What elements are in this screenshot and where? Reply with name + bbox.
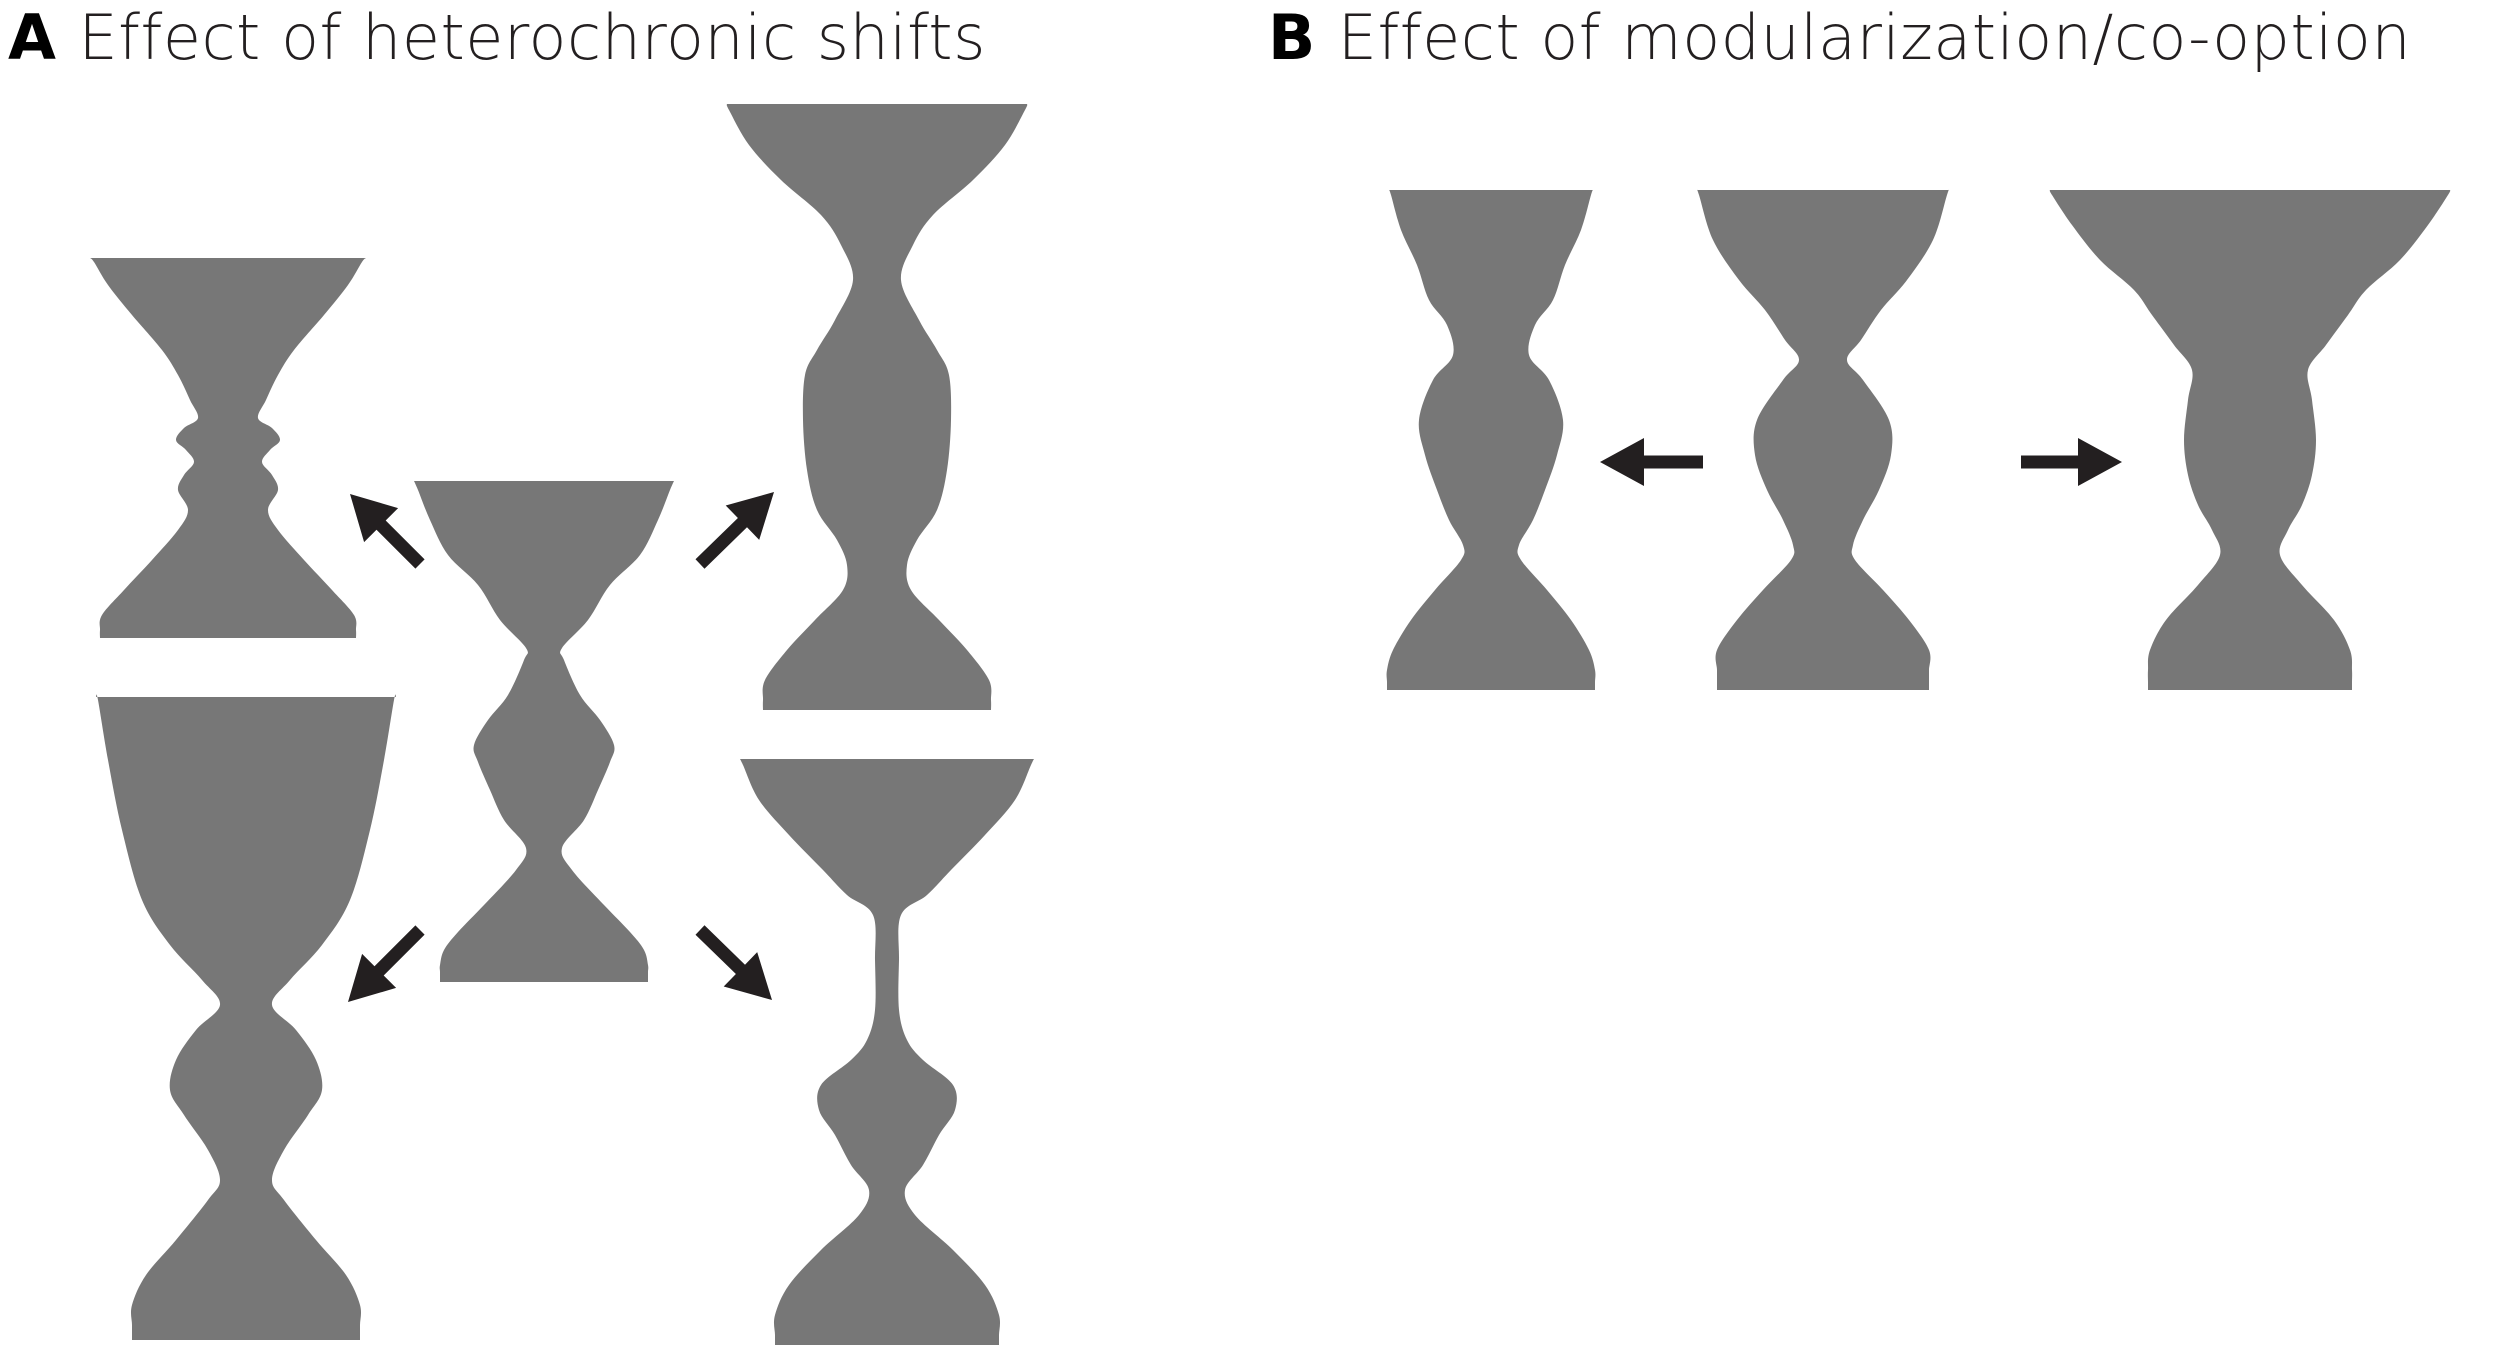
panel-b-title: B Effect of modularization/co-option xyxy=(1268,2,2411,74)
panel-a-title-text: Effect of heterochronic shifts xyxy=(78,1,986,74)
shape-b-left xyxy=(1386,190,1596,690)
panel-b-letter: B xyxy=(1268,1,1316,74)
arrow-down-right xyxy=(695,925,772,1000)
shape-b-middle xyxy=(1697,189,1949,690)
arrow-left xyxy=(1600,438,1703,486)
shape-a-bottom-left xyxy=(96,694,396,1340)
arrow-right xyxy=(2021,438,2122,486)
panel-b-title-text: Effect of modularization/co-option xyxy=(1337,1,2412,74)
shape-a-center xyxy=(414,481,674,982)
arrow-down-left xyxy=(348,925,425,1002)
panel-a-title: A Effect of heterochronic shifts xyxy=(8,2,986,74)
shape-a-bottom-right xyxy=(740,759,1034,1345)
arrow-up-left xyxy=(350,494,425,569)
shape-a-top-right xyxy=(726,104,1028,710)
arrow-up-right xyxy=(695,492,774,569)
panel-a-letter: A xyxy=(8,1,57,74)
shape-a-top-left xyxy=(90,258,366,638)
shape-b-right xyxy=(2049,190,2451,690)
